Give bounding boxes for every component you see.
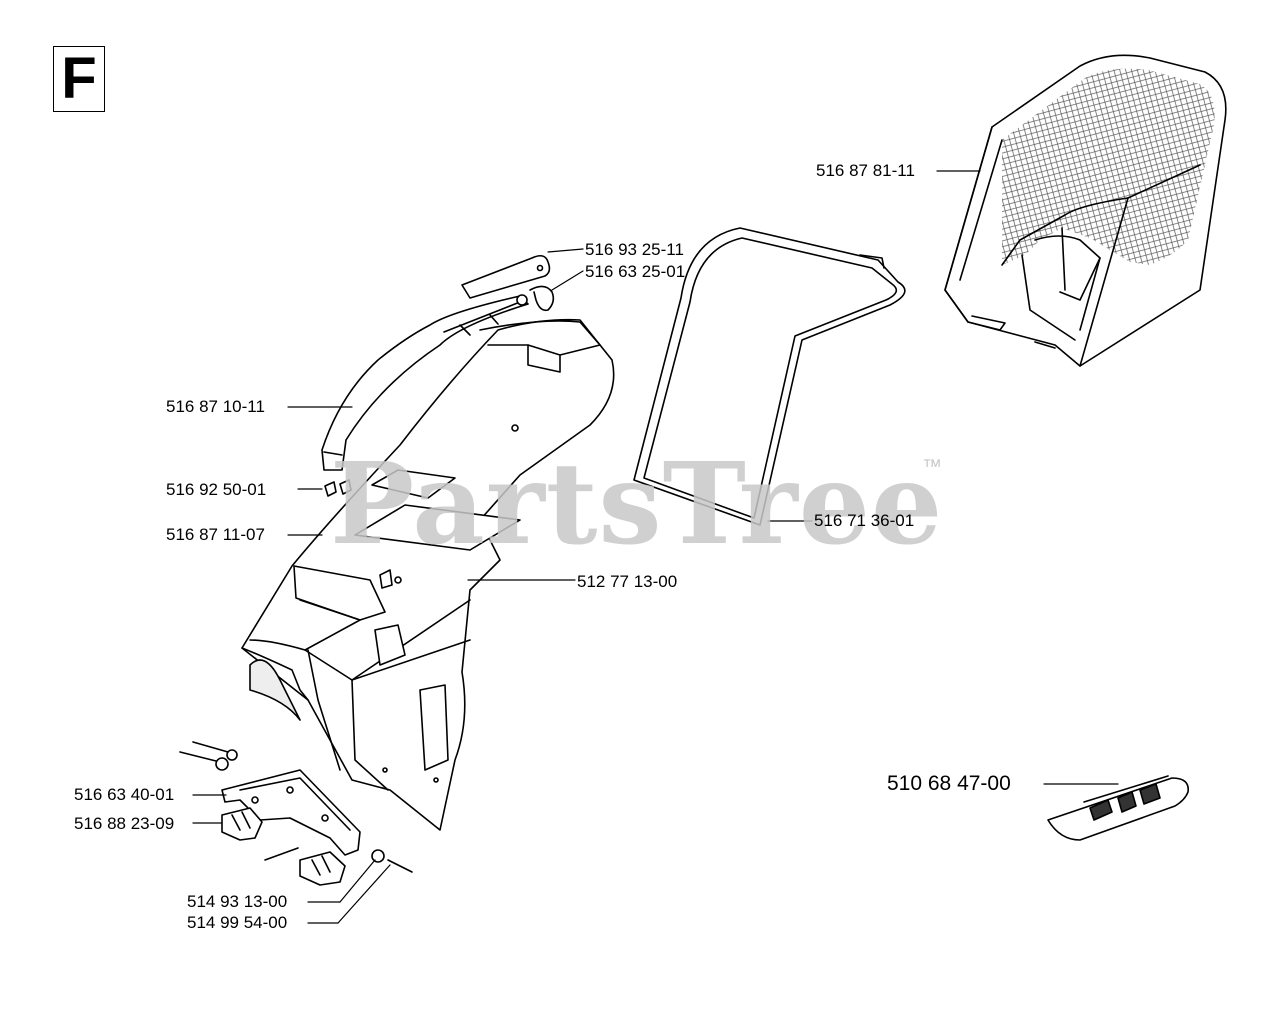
chute-cover-icon [241, 318, 615, 831]
decal-icon [1047, 775, 1189, 841]
hinge-bracket-icon [221, 807, 346, 886]
part-label-516-88-23-09[interactable]: 516 88 23-09 [74, 814, 175, 833]
leader-p3 [551, 270, 584, 291]
part-label-512-77-13-00[interactable]: 512 77 13-00 [577, 572, 678, 591]
leader-p11b [339, 859, 376, 903]
handle-bar-icon [321, 294, 529, 471]
section-letter: F [61, 46, 97, 111]
part-label-516-63-40-01[interactable]: 516 63 40-01 [74, 785, 175, 804]
part-label-514-93-13-00[interactable]: 514 93 13-00 [187, 892, 288, 911]
leader-p12b [337, 864, 391, 924]
part-label-516-92-50-01[interactable]: 516 92 50-01 [166, 480, 267, 499]
watermark-text: PartsTree [330, 439, 944, 570]
mounting-plate-icon [179, 741, 413, 873]
spring-clip-icon [529, 285, 555, 312]
part-label-516-93-25-11[interactable]: 516 93 25-11 [585, 240, 684, 259]
section-box: F [53, 46, 105, 112]
part-label-516-87-81-11[interactable]: 516 87 81-11 [816, 161, 915, 180]
part-label-514-99-54-00[interactable]: 514 99 54-00 [187, 913, 288, 932]
part-label-516-71-36-01[interactable]: 516 71 36-01 [814, 511, 915, 530]
grass-catcher-bag-icon [944, 54, 1227, 367]
part-label-516-63-25-01[interactable]: 516 63 25-01 [585, 262, 686, 281]
part-label-516-87-11-07[interactable]: 516 87 11-07 [166, 525, 265, 544]
part-label-516-87-10-11[interactable]: 516 87 10-11 [166, 397, 265, 416]
handle-cover-icon [461, 254, 551, 299]
watermark-trademark: ™ [922, 456, 942, 478]
part-label-510-68-47-00[interactable]: 510 68 47-00 [887, 772, 1011, 795]
catcher-frame-icon [633, 227, 906, 526]
leader-p2 [547, 248, 584, 253]
